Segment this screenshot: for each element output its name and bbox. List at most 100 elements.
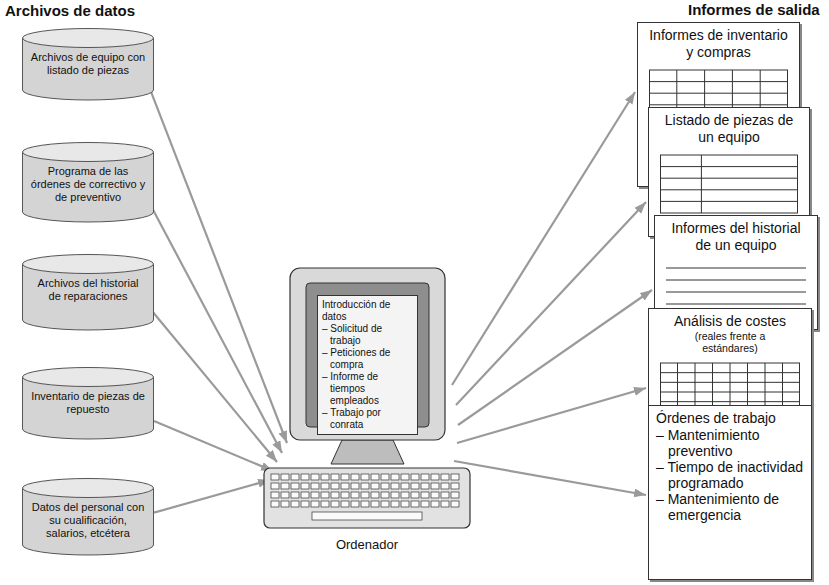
screen-item: – Solicitud de trabajo (322, 323, 413, 347)
key (381, 483, 389, 489)
table-line (666, 304, 806, 305)
key (401, 492, 409, 498)
data-file-cylinder: Datos del personal con su cualificación,… (22, 478, 154, 555)
key (331, 483, 339, 489)
key (381, 501, 389, 507)
arrow-connector (456, 202, 646, 405)
key (281, 483, 289, 489)
arrow-connector (154, 480, 270, 513)
table-line (666, 280, 806, 281)
key (281, 492, 289, 498)
cylinder-text: Programa de las órdenes de correctivo y … (22, 142, 154, 205)
key (311, 501, 319, 507)
data-file-cylinder: Archivos de equipo con listado de piezas (22, 28, 154, 100)
section-heading: Archivos de datos (5, 2, 135, 19)
key (321, 501, 329, 507)
key (291, 501, 299, 507)
arrow-connector (152, 311, 277, 462)
key (301, 501, 309, 507)
report-item: – Mantenimiento de emergencia (656, 491, 804, 523)
report-title: Informes del historial de un equipo (662, 220, 810, 254)
table-line (660, 155, 798, 156)
report-sheet: Órdenes de trabajo– Mantenimiento preven… (648, 405, 812, 580)
arrow-connector (457, 388, 646, 443)
key (411, 501, 419, 507)
file-name: Programa de las órdenes de correctivo y … (22, 165, 154, 205)
key (411, 474, 419, 480)
key (391, 492, 399, 498)
table-line (660, 178, 798, 179)
key (421, 492, 429, 498)
table-line (797, 155, 798, 213)
cylinder-shape (22, 28, 154, 100)
key (281, 474, 289, 480)
table-line (660, 155, 661, 213)
file-name: Archivos de equipo con listado de piezas (22, 51, 154, 77)
keyboard (264, 468, 470, 528)
table-line (649, 81, 788, 82)
key (391, 483, 399, 489)
key (351, 474, 359, 480)
key (391, 501, 399, 507)
report-item: (reales frente a estándares) (685, 330, 775, 354)
key (421, 483, 429, 489)
table-line (660, 201, 798, 202)
key (331, 492, 339, 498)
key (371, 474, 379, 480)
arrow-connector (452, 92, 635, 385)
screen-title: Introducción de datos (322, 299, 413, 323)
key (441, 474, 449, 480)
key (311, 483, 319, 489)
key (291, 492, 299, 498)
key (351, 492, 359, 498)
key (431, 474, 439, 480)
cylinder-top (23, 255, 154, 274)
key (371, 483, 379, 489)
monitor-stand (331, 440, 404, 464)
report-title: Órdenes de trabajo (656, 410, 804, 427)
cylinder-top (23, 368, 154, 387)
arrow-connector (454, 461, 646, 495)
key (381, 492, 389, 498)
key (271, 501, 279, 507)
key (411, 492, 419, 498)
report-text: Informes de inventario y compras (638, 23, 799, 65)
table-line (701, 155, 702, 213)
table-line (649, 70, 788, 71)
key (271, 492, 279, 498)
key (371, 492, 379, 498)
key (371, 501, 379, 507)
key (291, 474, 299, 480)
key (431, 483, 439, 489)
key (431, 492, 439, 498)
screen-item: – Peticiones de compra (322, 347, 413, 371)
key (321, 483, 329, 489)
key (361, 501, 369, 507)
computer-label: Ordenador (262, 537, 472, 552)
key (321, 492, 329, 498)
table-line (666, 292, 806, 293)
key (281, 501, 289, 507)
key (351, 501, 359, 507)
key (381, 474, 389, 480)
key (341, 492, 349, 498)
key (361, 483, 369, 489)
screen-item: – Informe de tiempos empleados (322, 371, 413, 407)
key (451, 483, 459, 489)
report-title: Informes de inventario y compras (645, 27, 792, 61)
cylinder-text: Archivos del historial de reparaciones (22, 254, 154, 303)
key (301, 492, 309, 498)
key (301, 483, 309, 489)
cylinder-text: Inventario de piezas de repuesto (22, 367, 154, 416)
report-text: Informes del historial de un equipo (655, 216, 817, 258)
key (451, 501, 459, 507)
key (311, 492, 319, 498)
space-bar (312, 512, 422, 520)
key (451, 474, 459, 480)
key (431, 501, 439, 507)
table-line (649, 93, 788, 94)
report-title: Listado de piezas de un equipo (656, 112, 802, 146)
arrow-connector (458, 290, 652, 425)
key (391, 474, 399, 480)
data-file-cylinder: Inventario de piezas de repuesto (22, 367, 154, 439)
